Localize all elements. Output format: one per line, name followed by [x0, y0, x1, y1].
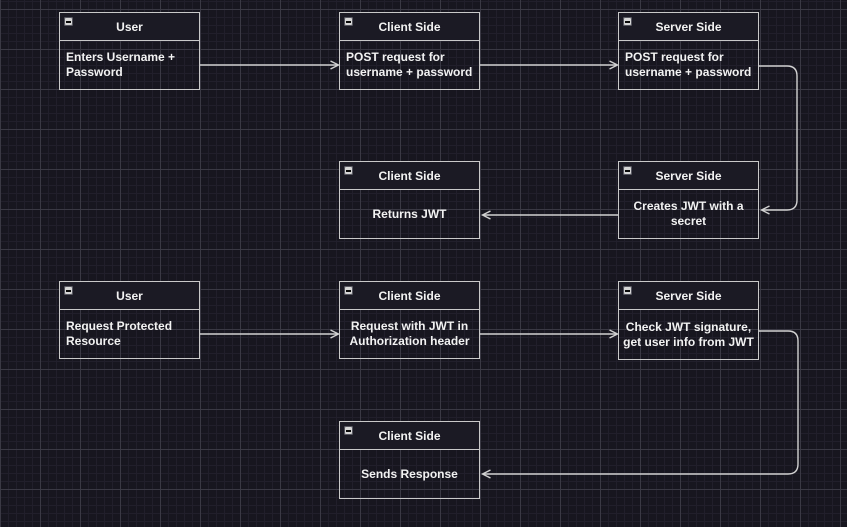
diagram-node[interactable]: Server Side Check JWT signature, get use… [618, 281, 759, 360]
node-title: Client Side [378, 168, 441, 183]
node-header: Server Side [619, 282, 758, 310]
collapse-minus-icon[interactable] [344, 166, 353, 175]
diagram-node[interactable]: User Enters Username + Password [59, 12, 200, 90]
collapse-minus-icon[interactable] [344, 17, 353, 26]
node-header: User [60, 282, 199, 310]
node-title: Client Side [378, 288, 441, 303]
edge-connector[interactable] [759, 65, 798, 215]
node-title: User [116, 19, 143, 34]
node-body-text: Check JWT signature, get user info from … [623, 319, 754, 349]
node-header: User [60, 13, 199, 41]
node-body-text: Sends Response [361, 466, 458, 481]
node-header: Server Side [619, 13, 758, 41]
node-body-text: Request Protected Resource [66, 319, 173, 348]
node-header: Client Side [340, 13, 479, 41]
node-title: Server Side [655, 19, 722, 34]
node-header: Client Side [340, 422, 479, 450]
node-body-text: Request with JWT in Authorization header [349, 319, 470, 348]
diagram-node[interactable]: Server Side POST request for username + … [618, 12, 759, 90]
edge-connector[interactable] [480, 330, 799, 479]
diagram-node[interactable]: Client Side Request with JWT in Authoriz… [339, 281, 480, 359]
collapse-minus-icon[interactable] [64, 286, 73, 295]
diagram-node[interactable]: Client Side Sends Response [339, 421, 480, 499]
node-body-text: Creates JWT with a secret [633, 199, 744, 228]
node-title: User [116, 288, 143, 303]
node-title: Client Side [378, 19, 441, 34]
node-body-text: Enters Username + Password [66, 50, 176, 79]
diagram-node[interactable]: Client Side Returns JWT [339, 161, 480, 239]
collapse-minus-icon[interactable] [344, 426, 353, 435]
node-title: Server Side [655, 168, 722, 183]
node-body-text: POST request for username + password [625, 50, 752, 79]
node-title: Server Side [655, 288, 722, 303]
collapse-minus-icon[interactable] [344, 286, 353, 295]
diagram-node[interactable]: User Request Protected Resource [59, 281, 200, 359]
node-body-text: Returns JWT [372, 206, 447, 221]
collapse-minus-icon[interactable] [623, 17, 632, 26]
collapse-minus-icon[interactable] [623, 166, 632, 175]
node-header: Client Side [340, 282, 479, 310]
node-header: Client Side [340, 162, 479, 190]
collapse-minus-icon[interactable] [64, 17, 73, 26]
node-title: Client Side [378, 428, 441, 443]
node-header: Server Side [619, 162, 758, 190]
collapse-minus-icon[interactable] [623, 286, 632, 295]
node-body-text: POST request for username + password [346, 50, 473, 79]
diagram-node[interactable]: Client Side POST request for username + … [339, 12, 480, 90]
diagram-node[interactable]: Server Side Creates JWT with a secret [618, 161, 759, 239]
